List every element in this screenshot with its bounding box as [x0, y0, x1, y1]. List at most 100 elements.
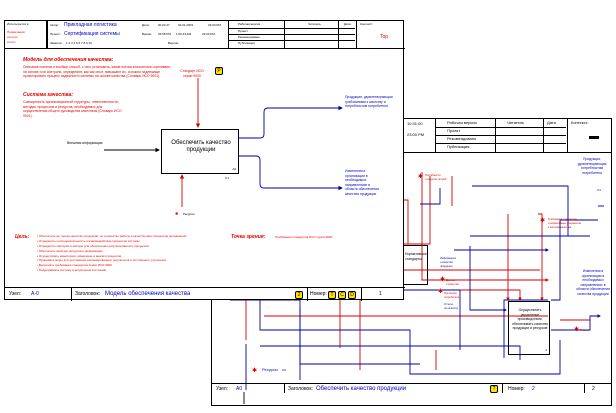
front-context-value: Top [380, 34, 389, 40]
svg-text:Данные: Данные [446, 278, 456, 282]
front-bottom-note-3: • Определить критерии и методы для обесп… [37, 243, 150, 248]
back-context-head: Контекст: [571, 120, 589, 125]
front-bottom-note-7: • Выполнять требования стандартов серии … [37, 263, 113, 268]
front-project-label: Проект: [50, 32, 61, 36]
back-box-main-num: 4 [545, 348, 547, 352]
front-diagram-sheet: Используется в Примечания: ▪▪▪▪▪▪▪▪▪▪ ▪▪… [4, 20, 405, 301]
svg-text:о качестве: о качестве [446, 283, 459, 286]
back-context-mark [589, 136, 599, 139]
back-status-row-2: Проект [447, 128, 461, 133]
svg-text:✱: ✱ [540, 217, 545, 224]
back-status-row-4: Публикация [447, 144, 470, 149]
svg-text:✱: ✱ [438, 288, 443, 295]
back-footer-num-label: Номер: [508, 386, 525, 392]
svg-text:Информация: Информация [440, 256, 456, 260]
front-footer-node-label: Узел: [9, 291, 22, 297]
front-status-row-2: Проект [238, 29, 248, 33]
front-process-box[interactable]: Обеспечить качество продукции A0 [161, 129, 239, 174]
front-mech-marker: ✱ [175, 211, 179, 216]
front-footer-title-value: Модель обеспечения качества [105, 291, 191, 297]
front-bottom-notes: • Обеспечить не только качество продукци… [37, 235, 227, 274]
svg-text:✱: ✱ [252, 367, 257, 374]
back-footer-title-value: Обеспечить качество продукции [316, 386, 407, 392]
front-footer-tag-2: T [328, 291, 336, 299]
front-output1-label: Продукция, удовлетворяющая требованиям к… [345, 95, 393, 109]
front-meta-column: Используется в Примечания: ▪▪▪▪▪▪▪▪▪▪ ▪▪… [5, 21, 47, 49]
front-process-num: A0 [232, 167, 236, 171]
front-reader-head: Читатель [308, 22, 321, 26]
front-output2-label: Изменения в организации в необходимых на… [345, 169, 379, 196]
svg-text:потребителей: потребителей [444, 295, 461, 299]
front-bottom-note-5: • Осуществлять мониторинг, измерение и а… [37, 253, 122, 258]
front-para1: Описание понятия и вообще способ, с чего… [23, 65, 171, 79]
front-time-value: 03:58 PM [158, 32, 171, 36]
svg-text:Потребности: Потребности [425, 173, 441, 177]
front-time-value2: 1:52:43 AM [176, 32, 192, 36]
svg-text:Анализ: Анализ [580, 328, 590, 332]
front-rev-value: 02.01.2003 [178, 23, 194, 27]
front-footer-tag-4: D [348, 291, 356, 299]
front-header: Автор: Прикладная логистика Дата: 00.02.… [47, 21, 405, 49]
back-date-head: Дата [547, 120, 556, 125]
front-author-label: Автор: [50, 23, 60, 27]
front-time-value3: 23:00 PM [202, 32, 215, 36]
front-meta-red-2: ▪▪▪▪▪▪▪▪▪▪ [7, 35, 18, 39]
back-header: 10:31:00 23:00 PM Рабочая версия Проект … [402, 119, 612, 153]
svg-text:✱: ✱ [440, 276, 445, 283]
front-context-head: Контекст: [360, 22, 374, 26]
svg-text:Отчеты: Отчеты [444, 302, 453, 306]
front-para2: Совокупность организационной структуры, … [23, 100, 122, 118]
front-project-value: Сертификация системы [64, 31, 120, 37]
back-box-middle-label: Нормативные стандарты [405, 252, 427, 261]
back-footer-num-value: 2 [532, 386, 535, 392]
svg-text:✱: ✱ [418, 173, 423, 180]
back-right-output-code: O1 [597, 188, 602, 192]
front-viewpoint-label: Точка зрения: [231, 234, 266, 240]
back-header-val2: 23:00 PM [407, 132, 425, 137]
front-process-label: Обеспечить качество продукции [171, 140, 231, 153]
front-date-label: Дата: [142, 23, 150, 27]
front-bottom-note-8: • Поддерживать систему в актуальном сост… [37, 268, 107, 273]
back-footer-node-label: Узел: [216, 386, 229, 392]
svg-text:продукции: продукции [440, 265, 453, 268]
front-status-row-1: Рабочая версия [238, 22, 261, 26]
back-footer-page: 2 [592, 386, 595, 392]
svg-text:и нормативных документов: и нормативных документов [548, 222, 582, 225]
front-author-value: Прикладная логистика [64, 22, 117, 28]
svg-text:по качеству: по качеству [444, 307, 459, 310]
front-notes-value: 1 2 3 4 5 6 7 8 9 10 [66, 41, 92, 45]
svg-text:✱: ✱ [574, 326, 579, 333]
back-footer-title-label: Заголовок: [288, 386, 313, 392]
front-rev-value2: 23:00 PM [208, 23, 221, 27]
front-footer-num-label: Номер: [310, 291, 327, 297]
front-footer-title-label: Заголовок: [75, 291, 100, 297]
back-mech-label: Ресурсы [262, 367, 278, 372]
back-mech-code: M1 [282, 368, 287, 372]
front-notes-label: Заметки: [50, 41, 63, 45]
front-bottom-note-2: • Определить последовательность и взаимо… [37, 238, 141, 243]
front-control-label: Стандарт ИСО серии 9000 [180, 69, 204, 78]
front-title2: Система качества: [23, 92, 74, 98]
front-bottom-note-6: • Принимать меры для достижения запланир… [37, 258, 167, 263]
front-rev-label: Версия: [168, 41, 179, 45]
svg-text:к системе качества: к системе качества [548, 226, 572, 229]
back-box-main[interactable]: Осуществлять управление производством, о… [508, 301, 550, 355]
back-reader-head: Читатель [507, 120, 525, 125]
svg-text:о качестве: о качестве [440, 261, 453, 264]
front-footer-tag-1: 2 [295, 291, 303, 299]
front-bottom-note-4: • Обеспечить наличие ресурсов и информац… [37, 248, 104, 253]
front-status-row-4: Публикация [238, 41, 255, 45]
svg-text:Претензии: Претензии [444, 291, 457, 295]
front-control-tag: P [215, 67, 223, 75]
front-date-value: 00.02.27 [158, 23, 170, 27]
front-mech-label: Ресурсы [183, 212, 195, 216]
front-bottom-note-1: • Обеспечить не только качество продукци… [37, 234, 188, 238]
svg-text:и запросы потреб.: и запросы потреб. [425, 177, 447, 181]
back-box-main-label: Осуществлять управление производством, о… [511, 308, 549, 331]
front-meta-red-1: Примечания: [7, 30, 26, 34]
back-box-middle[interactable]: Нормативные стандарты [402, 245, 428, 285]
back-status-row-1: Рабочая версия [447, 120, 477, 125]
front-time-label: Время: [142, 32, 152, 36]
front-status-row-3: Рекомендовано [238, 35, 260, 39]
back-right-output: Продукция, удовлетворяющая потребностям … [577, 157, 607, 175]
